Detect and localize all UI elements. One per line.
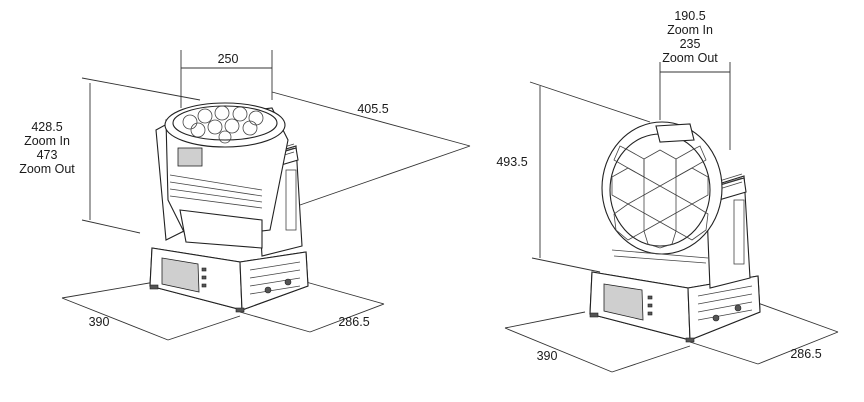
right-width-line-2: Zoom In: [667, 23, 713, 37]
left-view: 250 405.5 428.5 Zoom In 473 Zoom Out 390…: [19, 50, 471, 341]
left-depth-label: 405.5: [357, 102, 388, 116]
right-width-line-4: Zoom Out: [662, 51, 718, 65]
left-dimension-lines: [61, 50, 471, 341]
left-height-line-4: Zoom Out: [19, 162, 75, 176]
left-height-line-2: Zoom In: [24, 134, 70, 148]
right-width-line-3: 235: [680, 37, 701, 51]
left-base-width-label: 390: [89, 315, 110, 329]
right-lens-cluster: [611, 145, 709, 249]
left-height-line-1: 428.5: [31, 120, 62, 134]
right-base-width-label: 390: [537, 349, 558, 363]
left-lens-cluster: [182, 105, 264, 144]
left-base: [149, 247, 309, 313]
right-view: 190.5 Zoom In 235 Zoom Out 493.5 390 286…: [496, 9, 839, 373]
left-width-label: 250: [218, 52, 239, 66]
right-dimension-lines: [504, 62, 839, 373]
left-base-depth-label: 286.5: [338, 315, 369, 329]
left-head: [164, 102, 289, 249]
right-base-depth-label: 286.5: [790, 347, 821, 361]
right-base: [589, 271, 761, 343]
right-display-panel: [603, 283, 644, 321]
right-height-label: 493.5: [496, 155, 527, 169]
left-display-panel: [161, 257, 200, 293]
right-head: [601, 121, 723, 264]
left-head-label: [177, 147, 203, 167]
right-width-line-1: 190.5: [674, 9, 705, 23]
left-height-line-3: 473: [37, 148, 58, 162]
